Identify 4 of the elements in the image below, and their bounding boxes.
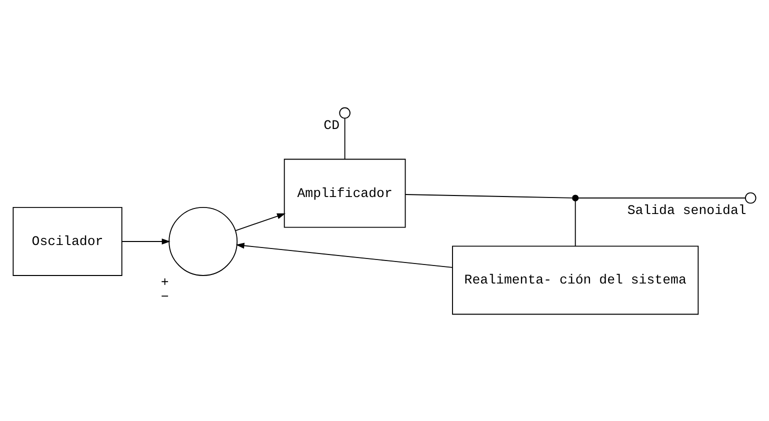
node-label: Salida senoidal	[627, 202, 746, 218]
node-label: −	[160, 288, 169, 304]
node-label: CD	[324, 117, 340, 132]
node-label: +	[160, 274, 169, 290]
